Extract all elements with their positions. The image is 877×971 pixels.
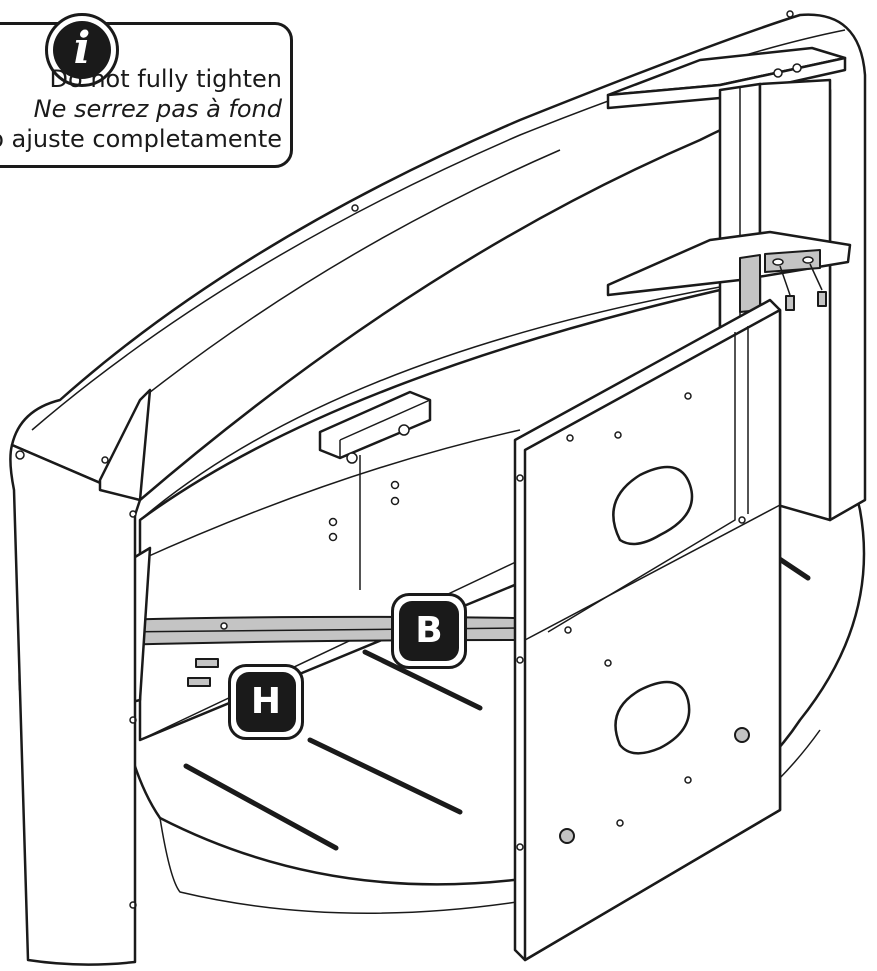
curved-back-panel bbox=[10, 13, 867, 522]
note-line-fr: Ne serrez pas à fond bbox=[33, 95, 282, 123]
shelf-slot bbox=[362, 649, 483, 711]
part-label-b: B bbox=[391, 593, 467, 669]
note-line-en: Do not fully tighten bbox=[49, 65, 282, 93]
bolt bbox=[817, 291, 827, 307]
part-label-h: H bbox=[228, 664, 304, 740]
shelf-slot bbox=[775, 555, 811, 581]
cable-hole bbox=[614, 680, 691, 755]
bolt-h bbox=[187, 658, 219, 687]
cable-hole bbox=[612, 465, 694, 546]
left-end-panel bbox=[9, 443, 142, 966]
bolt bbox=[785, 295, 795, 311]
mid-shelf-bracket bbox=[606, 230, 852, 297]
note-line-es: No ajuste completamente bbox=[0, 125, 282, 153]
shelf-slot bbox=[307, 737, 463, 815]
note-callout: i Do not fully tighten Ne serrez pas à f… bbox=[0, 13, 293, 168]
shelf-slot bbox=[183, 763, 339, 851]
info-icon: i bbox=[45, 13, 119, 87]
